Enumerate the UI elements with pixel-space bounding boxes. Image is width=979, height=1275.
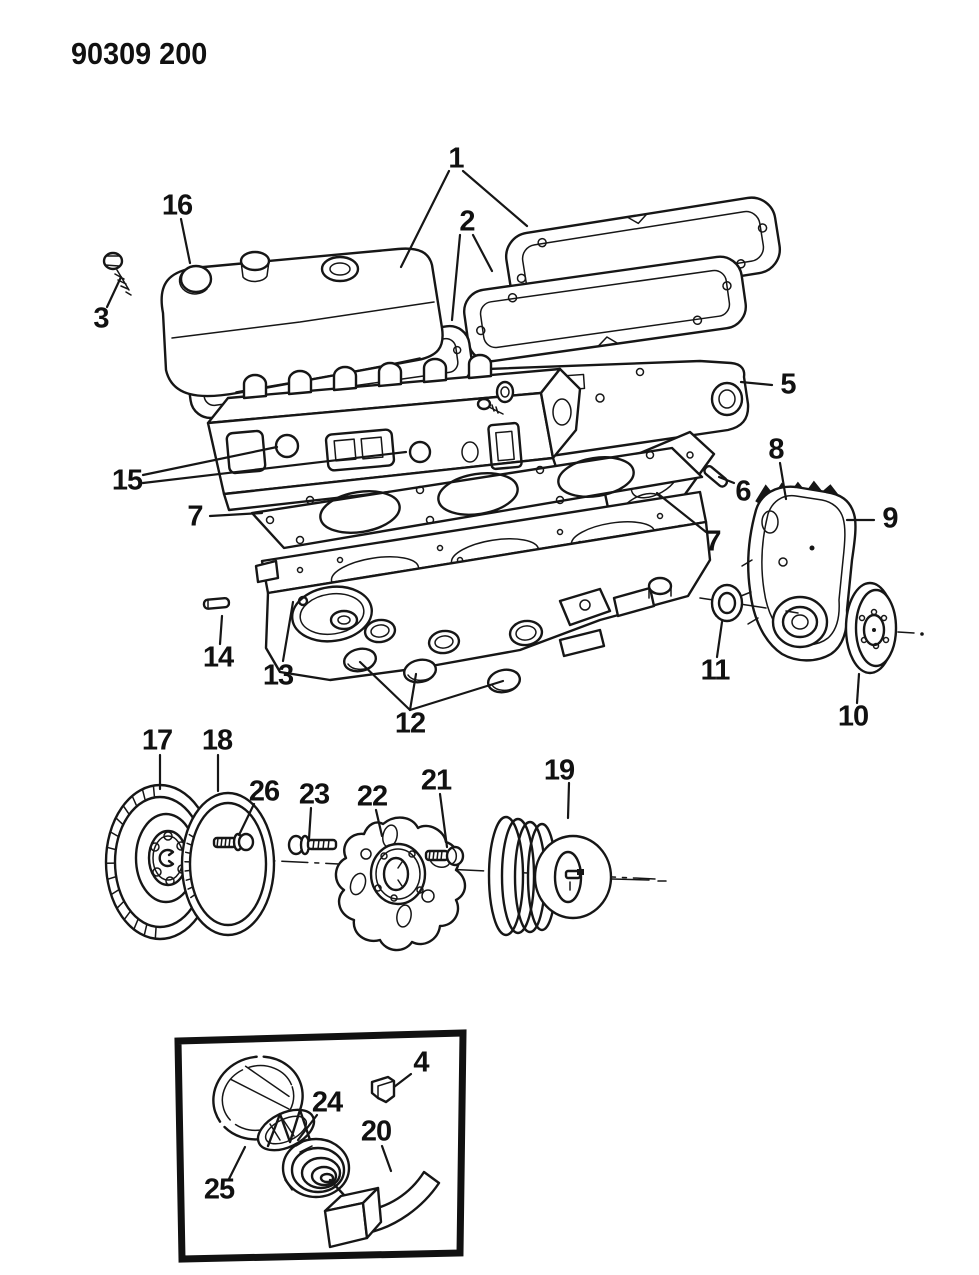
leader-line-6 <box>717 475 736 485</box>
leader-line-25 <box>227 1145 247 1181</box>
head-gasket-left <box>250 446 704 550</box>
hub-bolt-23 <box>287 834 338 856</box>
ring-gear <box>180 791 276 937</box>
leader-line-4 <box>392 1072 413 1089</box>
crankshaft-seal <box>710 583 744 623</box>
leader-line-16 <box>179 217 192 265</box>
leader-line-3 <box>105 275 123 309</box>
leader-line-8 <box>778 461 788 501</box>
part-number: 90309 200 <box>71 36 208 71</box>
leader-line-22 <box>374 808 384 838</box>
leader-line-2 <box>471 233 494 273</box>
pulley-bolt-21 <box>424 845 465 867</box>
leader-line-24 <box>296 1113 319 1142</box>
valve-cover-bolt <box>102 251 132 296</box>
leader-line-20 <box>380 1144 393 1173</box>
block-dowel-pin <box>202 597 231 610</box>
retainer-clip <box>370 1075 396 1104</box>
flywheel-bolt-26 <box>212 832 255 852</box>
leader-line-1 <box>461 169 529 228</box>
leader-line-11 <box>715 620 724 659</box>
leader-line-15 <box>141 445 279 477</box>
timing-chain-cover <box>699 480 857 662</box>
leader-line-1 <box>399 169 451 269</box>
leader-line-10 <box>855 672 861 705</box>
inset-box <box>174 1029 467 1263</box>
dipstick <box>323 1170 441 1249</box>
valve-cover <box>160 247 444 398</box>
crankshaft-pulley <box>487 815 667 937</box>
leader-line-5 <box>739 380 774 387</box>
leader-line-12 <box>408 679 505 712</box>
leader-line-12 <box>358 660 412 712</box>
leader-line-19 <box>566 781 571 820</box>
valve-cover-gasket-right-lower <box>462 255 748 363</box>
leader-line-23 <box>307 806 313 841</box>
leader-line-21 <box>438 792 449 849</box>
leader-line-7 <box>655 491 708 534</box>
leader-line-12 <box>408 672 418 712</box>
leader-line-7 <box>208 511 264 518</box>
leader-line-14 <box>218 614 224 646</box>
flywheel <box>104 783 216 941</box>
leader-line-13 <box>281 600 295 663</box>
leader-line-15 <box>141 450 408 485</box>
crankshaft-damper <box>844 581 924 675</box>
leader-line-26 <box>237 802 256 837</box>
leader-lines <box>105 169 876 1181</box>
cover-dowel-pin <box>703 465 729 488</box>
engine-block <box>254 490 712 682</box>
leader-line-2 <box>450 233 462 322</box>
